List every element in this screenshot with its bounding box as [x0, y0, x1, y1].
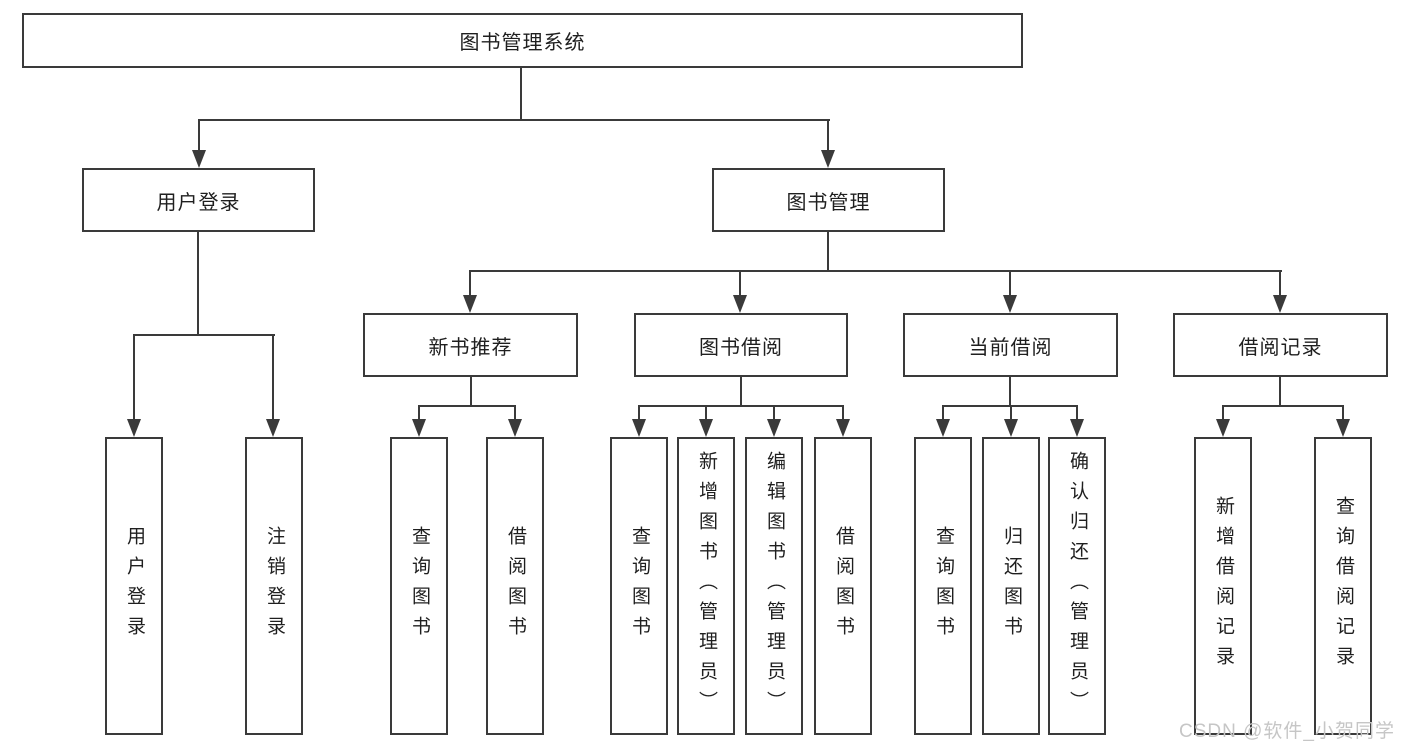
connector-line: [469, 270, 471, 297]
node-cb-return-book: 归还图书: [982, 437, 1040, 735]
arrowhead-icon: [1216, 419, 1230, 437]
connector-line: [638, 405, 844, 407]
csdn-watermark: CSDN @软件_小贺同学: [1179, 721, 1395, 742]
node-book-mgmt-label: 图书管理: [786, 191, 871, 214]
connector-line: [827, 119, 829, 152]
connector-line: [705, 405, 707, 421]
node-leaf-user-login: 用户登录: [105, 437, 163, 735]
connector-line: [739, 270, 741, 297]
connector-line: [1279, 270, 1281, 297]
node-new-book-rec-label: 新书推荐: [428, 336, 513, 359]
connector-line: [1010, 405, 1012, 421]
connector-line: [418, 405, 420, 421]
node-leaf-user-login-label: 用户登录: [123, 526, 145, 646]
connector-line: [133, 334, 135, 421]
node-bb-query-book: 查询图书: [610, 437, 668, 735]
node-br-add-record-label: 新增借阅记录: [1212, 496, 1234, 676]
node-cb-confirm-return-label: 确认归还（管理员）: [1066, 451, 1088, 721]
connector-line: [418, 405, 516, 407]
connector-line: [469, 270, 1282, 272]
node-bb-edit-book: 编辑图书（管理员）: [745, 437, 803, 735]
node-borrow-record-label: 借阅记录: [1238, 336, 1323, 359]
connector-line: [1076, 405, 1078, 421]
connector-line: [1222, 405, 1224, 421]
node-cb-return-book-label: 归还图书: [1000, 526, 1022, 646]
node-bb-add-book: 新增图书（管理员）: [677, 437, 735, 735]
node-bb-borrow-book: 借阅图书: [814, 437, 872, 735]
node-current-borrow-label: 当前借阅: [968, 336, 1053, 359]
connector-line: [197, 232, 199, 336]
node-user-login-label: 用户登录: [156, 191, 241, 214]
arrowhead-icon: [412, 419, 426, 437]
arrowhead-icon: [192, 150, 206, 168]
connector-line: [827, 232, 829, 272]
node-bb-borrow-book-label: 借阅图书: [832, 526, 854, 646]
node-cb-confirm-return: 确认归还（管理员）: [1048, 437, 1106, 735]
node-book-borrow-label: 图书借阅: [699, 336, 783, 359]
arrowhead-icon: [767, 419, 781, 437]
arrowhead-icon: [463, 295, 477, 313]
node-rec-query-book-label: 查询图书: [408, 526, 430, 646]
connector-line: [1009, 270, 1011, 297]
arrowhead-icon: [936, 419, 950, 437]
node-bb-add-book-label: 新增图书（管理员）: [695, 451, 717, 721]
arrowhead-icon: [1070, 419, 1084, 437]
node-rec-borrow-book: 借阅图书: [486, 437, 544, 735]
node-br-add-record: 新增借阅记录: [1194, 437, 1252, 735]
connector-line: [773, 405, 775, 421]
arrowhead-icon: [1003, 295, 1017, 313]
arrowhead-icon: [733, 295, 747, 313]
node-current-borrow: 当前借阅: [903, 313, 1118, 377]
node-rec-query-book: 查询图书: [390, 437, 448, 735]
node-br-query-record: 查询借阅记录: [1314, 437, 1372, 735]
node-book-mgmt: 图书管理: [712, 168, 945, 232]
node-user-login: 用户登录: [82, 168, 315, 232]
connector-line: [520, 66, 522, 121]
arrowhead-icon: [266, 419, 280, 437]
node-bb-edit-book-label: 编辑图书（管理员）: [763, 451, 785, 721]
node-bb-query-book-label: 查询图书: [628, 526, 650, 646]
node-book-borrow: 图书借阅: [634, 313, 848, 377]
connector-line: [514, 405, 516, 421]
arrowhead-icon: [508, 419, 522, 437]
connector-line: [942, 405, 944, 421]
arrowhead-icon: [632, 419, 646, 437]
connector-line: [198, 119, 200, 152]
node-leaf-logout-label: 注销登录: [263, 526, 285, 646]
node-borrow-record: 借阅记录: [1173, 313, 1388, 377]
connector-line: [1279, 377, 1281, 407]
connector-line: [740, 377, 742, 407]
arrowhead-icon: [1273, 295, 1287, 313]
connector-line: [198, 119, 830, 121]
node-root-label: 图书管理系统: [459, 32, 586, 54]
connector-line: [272, 334, 274, 421]
arrowhead-icon: [836, 419, 850, 437]
connector-line: [842, 405, 844, 421]
connector-line: [638, 405, 640, 421]
arrowhead-icon: [699, 419, 713, 437]
node-leaf-logout: 注销登录: [245, 437, 303, 735]
connector-line: [1342, 405, 1344, 421]
node-cb-query-book-label: 查询图书: [932, 526, 954, 646]
connector-line: [1222, 405, 1344, 407]
arrowhead-icon: [1004, 419, 1018, 437]
arrowhead-icon: [821, 150, 835, 168]
connector-line: [470, 377, 472, 407]
node-br-query-record-label: 查询借阅记录: [1332, 496, 1354, 676]
connector-line: [133, 334, 275, 336]
arrowhead-icon: [127, 419, 141, 437]
connector-line: [1009, 377, 1011, 407]
node-rec-borrow-book-label: 借阅图书: [504, 526, 526, 646]
node-new-book-rec: 新书推荐: [363, 313, 578, 377]
node-root: 图书管理系统: [22, 13, 1023, 68]
arrowhead-icon: [1336, 419, 1350, 437]
node-cb-query-book: 查询图书: [914, 437, 972, 735]
